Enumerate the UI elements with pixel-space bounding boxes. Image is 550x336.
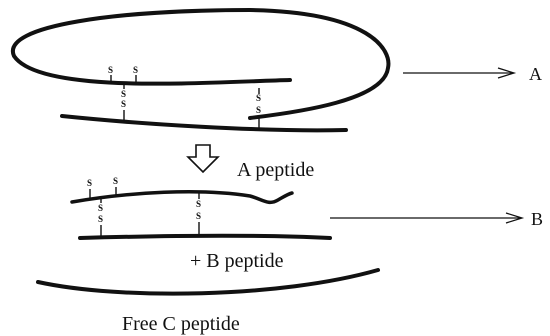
- label-a-peptide: A peptide: [237, 159, 314, 181]
- a-chain: [70, 189, 294, 205]
- arrow-b-head: [505, 212, 525, 224]
- c-peptide-chain: [36, 268, 380, 296]
- label-b-peptide: + B peptide: [190, 250, 284, 272]
- top-right-s-1: S: [256, 93, 261, 103]
- top-interchain-s-1: S: [121, 89, 126, 99]
- mid-left-s-1: S: [98, 203, 103, 213]
- arrow-a-head: [497, 67, 517, 79]
- top-interchain-s-2: S: [121, 99, 126, 109]
- mid-right-s-2: S: [196, 211, 201, 221]
- a-chain-s-2: S: [113, 176, 118, 186]
- a-chain-s-1: S: [87, 178, 92, 188]
- label-c-peptide: Free C peptide: [122, 313, 240, 335]
- top-right-s-2: S: [256, 105, 261, 115]
- proinsulin-b-chain: [60, 114, 348, 133]
- label-a: A: [529, 64, 542, 84]
- mid-left-s-2: S: [98, 214, 103, 224]
- top-s-2: S: [133, 65, 138, 75]
- label-b: B: [531, 209, 543, 229]
- process-down-arrow: [186, 144, 220, 174]
- mid-right-s-1: S: [196, 199, 201, 209]
- b-chain: [78, 233, 332, 240]
- top-s-1: S: [108, 65, 113, 75]
- proinsulin-loop: [10, 7, 391, 120]
